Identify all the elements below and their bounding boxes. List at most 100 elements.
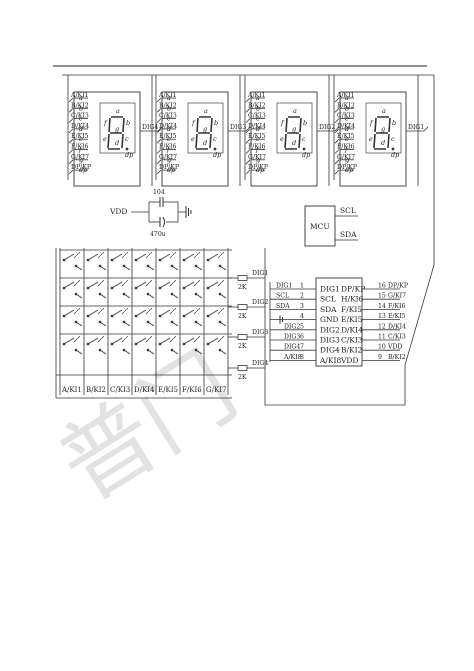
chip-right-pin-name: C/KI3 — [341, 336, 363, 345]
display-block: abcdefgdpabcdefgdpA/KI1B/KI2C/KI3D/KI4E/… — [156, 75, 251, 187]
key-switch — [62, 335, 83, 355]
resistor-label: 2K — [238, 374, 247, 381]
segment-mark-label: a — [116, 107, 120, 115]
chip-right-signal: DP/KP — [388, 283, 408, 290]
display-pin-label: DP/KP — [159, 164, 179, 171]
chip-left-pin-name: DIG3 — [320, 336, 340, 345]
chip-left-signal: DIG4 — [284, 344, 300, 351]
display-pin-label: C/KI3 — [159, 113, 177, 120]
segment-mark-label: b — [303, 119, 307, 127]
segment-mark-label: c — [391, 135, 395, 143]
key-switch — [86, 335, 107, 355]
key-switch — [158, 279, 179, 299]
chip-right-pin-number: 10 — [378, 344, 386, 351]
display-pin-label: E/KI5 — [159, 133, 177, 140]
segment-mark-label: e — [191, 135, 195, 143]
driver-chip: DIG1SCLSDAGNDDIG2DIG3DIG4A/KI8DP/KPH/KI6… — [269, 277, 408, 367]
key-switch — [182, 307, 203, 327]
chip-right-pin-number: 13 — [378, 313, 386, 320]
cap-470u-label: 470u — [150, 231, 166, 238]
chip-left-signal: SDA — [276, 303, 290, 310]
key-switch — [86, 307, 107, 327]
chip-outline — [315, 277, 363, 367]
segment-mark-label: e — [369, 135, 373, 143]
segment-mark-label: g — [381, 125, 385, 133]
watermark-text: 普门 — [41, 333, 254, 521]
display-pin-label: C/KI3 — [337, 113, 355, 120]
display-pin-label: B/KI2 — [71, 102, 89, 109]
cap-104-label: 104 — [153, 189, 165, 196]
chip-right-pin-name: DP/KP — [341, 285, 365, 294]
chip-right-signal: E/KI5 — [388, 313, 406, 320]
key-column-label: F/KI6 — [182, 386, 202, 394]
seven-segment-digit — [284, 116, 302, 150]
chip-left-pin-number: 5 — [300, 323, 304, 330]
chip-left-pin-name: DIG1 — [320, 285, 340, 294]
mcu-label: MCU — [310, 222, 330, 231]
key-switch — [206, 335, 227, 355]
chip-right-signal: F/KI6 — [388, 303, 405, 310]
display-pin-label: F/KI6 — [337, 144, 354, 151]
key-switch — [110, 335, 131, 355]
chip-left-signal: DIG3 — [284, 334, 300, 341]
mcu-scl-label: SCL — [340, 206, 356, 215]
key-switch — [110, 279, 131, 299]
resistor-label: 2K — [238, 313, 247, 320]
segment-mark-label: a — [204, 107, 208, 115]
segment-mark-label: g — [292, 125, 296, 133]
chip-right-pin-name: VDD — [340, 356, 358, 365]
key-switch — [62, 251, 83, 271]
chip-right-pin-number: 16 — [378, 283, 386, 290]
display-pin-label: G/KI7 — [337, 154, 355, 161]
display-pin-label: G/KI7 — [71, 154, 89, 161]
segment-mark-label: dp — [213, 151, 222, 159]
key-switch — [134, 335, 155, 355]
display-pin-label: DP/KP — [71, 164, 91, 171]
segment-mark-label: a — [293, 107, 297, 115]
display-pin-label: A/KI1 — [70, 92, 89, 99]
power-filter: VDD 104 470u — [109, 189, 192, 238]
chip-left-signal: DIG1 — [276, 283, 292, 290]
chip-right-pin-name: D/KI4 — [341, 325, 363, 334]
display-pin-label: E/KI5 — [71, 133, 89, 140]
key-switch — [134, 279, 155, 299]
key-switch — [110, 307, 131, 327]
segment-mark-label: c — [213, 135, 217, 143]
chip-left-signal: A/KI8 — [283, 354, 302, 361]
key-switch — [206, 279, 227, 299]
row-digit-label: DIG4 — [252, 360, 268, 367]
chip-right-pin-name: B/KI2 — [341, 346, 363, 355]
key-switch — [62, 279, 83, 299]
chip-right-pin-name: E/KI5 — [341, 315, 363, 324]
segment-mark-label: e — [280, 135, 284, 143]
chip-left-pin-name: A/KI8 — [319, 356, 342, 365]
chip-left-pin-number: 7 — [300, 344, 304, 351]
segment-mark-label: dp — [302, 151, 311, 159]
key-switch — [158, 335, 179, 355]
key-column-label: A/KI1 — [61, 386, 82, 394]
key-switch — [86, 279, 107, 299]
key-switch — [182, 251, 203, 271]
chip-left-pin-number: 4 — [300, 313, 304, 320]
chip-left-pin-number: 2 — [300, 293, 304, 300]
display-pin-label: DP/KP — [248, 164, 268, 171]
key-switch — [206, 251, 227, 271]
chip-right-pin-number: 11 — [378, 334, 386, 341]
segment-mark-label: c — [125, 135, 129, 143]
chip-right-pin-number: 15 — [378, 293, 386, 300]
display-pin-label: F/KI6 — [159, 144, 176, 151]
segment-mark-label: dp — [391, 151, 400, 159]
segment-mark-label: e — [103, 135, 107, 143]
chip-right-signal: VDD — [387, 344, 402, 351]
display-pin-label: D/KI4 — [248, 123, 266, 130]
segment-mark-label: f — [103, 119, 108, 127]
segment-mark-label: b — [214, 119, 218, 127]
segment-mark-label: d — [115, 139, 119, 147]
segment-mark-label: f — [191, 119, 196, 127]
segment-mark-label: f — [369, 119, 374, 127]
right-bus-wire — [264, 74, 435, 406]
display-pin-label: A/KI1 — [158, 92, 177, 99]
key-switch — [158, 251, 179, 271]
chip-left-pin-name: DIG4 — [320, 346, 340, 355]
segment-mark-label: b — [126, 119, 130, 127]
